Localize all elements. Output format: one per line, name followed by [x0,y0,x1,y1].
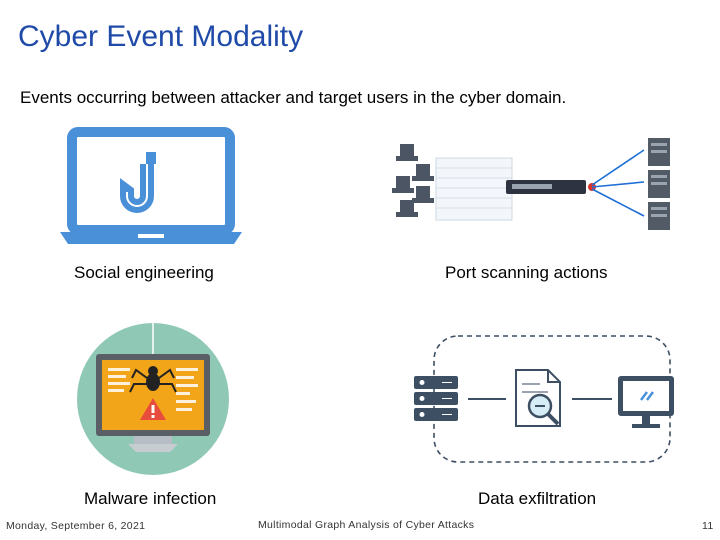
footer-date: Monday, September 6, 2021 [6,520,146,532]
data-exfiltration-icon [414,335,674,463]
panel-caption-port-scanning: Port scanning actions [445,263,608,282]
panel-caption-social-engineering: Social engineering [74,263,214,282]
footer-page-number: 11 [702,520,714,532]
phishing-hook-laptop-icon [60,127,242,244]
slide-title: Cyber Event Modality [18,20,304,53]
panel-caption-malware-infection: Malware infection [84,489,217,508]
panel-caption-data-exfiltration: Data exfiltration [478,489,597,508]
footer-presentation-title: Multimodal Graph Analysis of Cyber Attac… [258,519,475,531]
slide-subtitle: Events occurring between attacker and ta… [20,88,567,107]
malware-spider-computer-icon [77,320,229,475]
port-scan-network-icon [392,138,670,230]
